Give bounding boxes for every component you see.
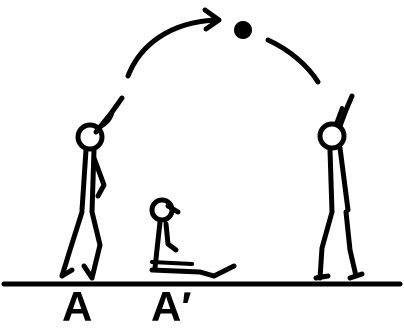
player-a-right-leg xyxy=(92,212,100,278)
player-a-prime-figure xyxy=(152,200,234,276)
player-a-left-leg xyxy=(62,212,82,276)
player-a-figure xyxy=(62,98,122,278)
player-b-left-leg xyxy=(320,212,332,278)
trajectory-arc xyxy=(128,20,216,76)
player-a-prime-head xyxy=(152,200,172,220)
player-a-raised-arm xyxy=(96,98,122,132)
player-b-right-leg xyxy=(346,212,356,276)
player-b-figure xyxy=(316,96,362,278)
player-b-torso xyxy=(330,150,332,212)
player-a-prime-legs xyxy=(152,270,214,276)
player-a-torso xyxy=(82,150,86,210)
label-player-a: A xyxy=(62,286,92,328)
ball xyxy=(234,21,252,39)
label-player-a-prime: A′ xyxy=(151,286,191,328)
trajectory-arc-descending xyxy=(268,40,318,82)
